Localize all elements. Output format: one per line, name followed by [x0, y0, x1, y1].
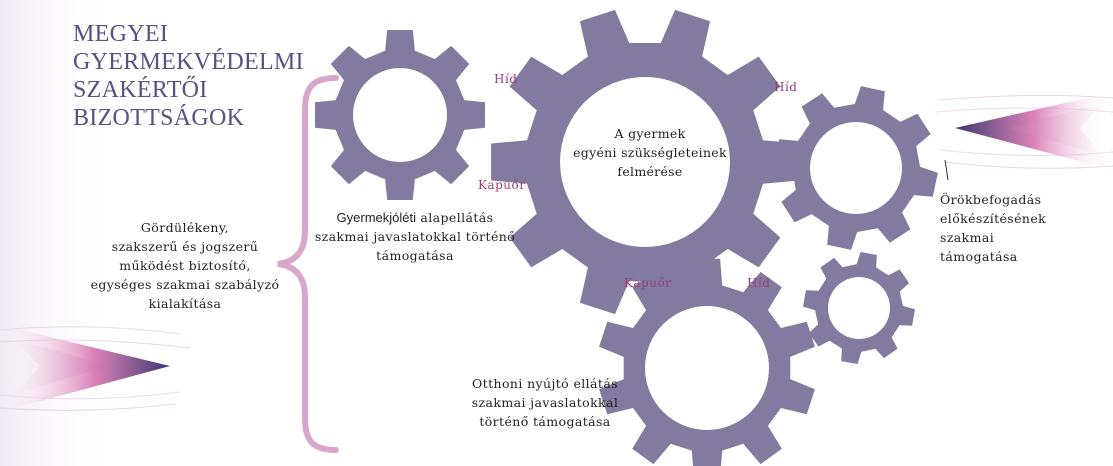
curly-brace: [277, 75, 339, 453]
page-title: MEGYEI GYERMEKVÉDELMI SZAKÉRTŐI BIZOTTSÁ…: [73, 21, 304, 131]
label-hid-right: Híd: [774, 80, 798, 94]
gear1-first-line: Gyermekjóléti alapellátás: [300, 208, 530, 227]
decorative-arrow-right: [934, 92, 1113, 170]
gear-small-hole: [828, 277, 890, 339]
gear-right-hole: [810, 122, 902, 214]
left-text-line: működést biztosító,: [119, 258, 251, 273]
center-text-line: egyéni szükségleteinek: [573, 145, 727, 160]
right-text-line: előkészítésének: [940, 211, 1047, 226]
center-gear-text: A gyermek egyéni szükségleteinek felméré…: [560, 124, 740, 181]
gear1-text-line: támogatása: [376, 248, 454, 263]
pointer-line: [944, 159, 949, 181]
right-text-line: Örökbefogadás: [940, 192, 1042, 207]
label-hid-left: Híd: [494, 72, 518, 86]
left-text-line: kialakítása: [148, 296, 222, 311]
bottom-text-line: történő támogatása: [479, 414, 611, 429]
gear-bottom: [599, 258, 815, 466]
decorative-arrow-left: [0, 325, 191, 412]
gear1-description: Gyermekjóléti alapellátás szakmai javasl…: [300, 208, 530, 265]
gear-bottom-hole: [645, 306, 769, 430]
gear1-text-line: alapellátás: [420, 210, 494, 225]
gear-small: [803, 252, 915, 364]
left-text-line: szakszerű és jogszerű: [111, 239, 259, 254]
label-kapuor-bottom: Kapuőr: [624, 276, 672, 290]
right-text-line: szakmai: [940, 230, 995, 245]
bottom-text-line: Otthoni nyújtó ellátás: [472, 376, 618, 391]
bottom-description: Otthoni nyújtó ellátás szakmai javaslato…: [455, 374, 635, 431]
gear-center: [491, 9, 799, 315]
gear1-text-line: szakmai javaslatokkal történő: [314, 229, 516, 244]
bottom-text-line: szakmai javaslatokkal: [471, 395, 619, 410]
right-text-line: támogatása: [940, 249, 1018, 264]
right-description: Örökbefogadás előkészítésének szakmai tá…: [940, 190, 1090, 266]
left-text-line: Gördülékeny,: [140, 220, 230, 235]
left-text-line: egységes szakmai szabályzó: [90, 277, 280, 292]
label-kapuor-left: Kapuőr: [478, 178, 526, 192]
left-description: Gördülékeny, szakszerű és jogszerű működ…: [70, 218, 300, 313]
center-text-line: A gyermek: [614, 126, 686, 141]
gear-center-hole: [560, 77, 730, 247]
gear-right: [774, 86, 938, 250]
gear-top-left: [315, 30, 485, 200]
gear1-prefix: Gyermekjóléti: [336, 210, 417, 225]
label-hid-bottom: Híd: [747, 276, 771, 290]
center-text-line: felmérése: [617, 164, 683, 179]
gear-top-left-hole: [353, 68, 447, 162]
